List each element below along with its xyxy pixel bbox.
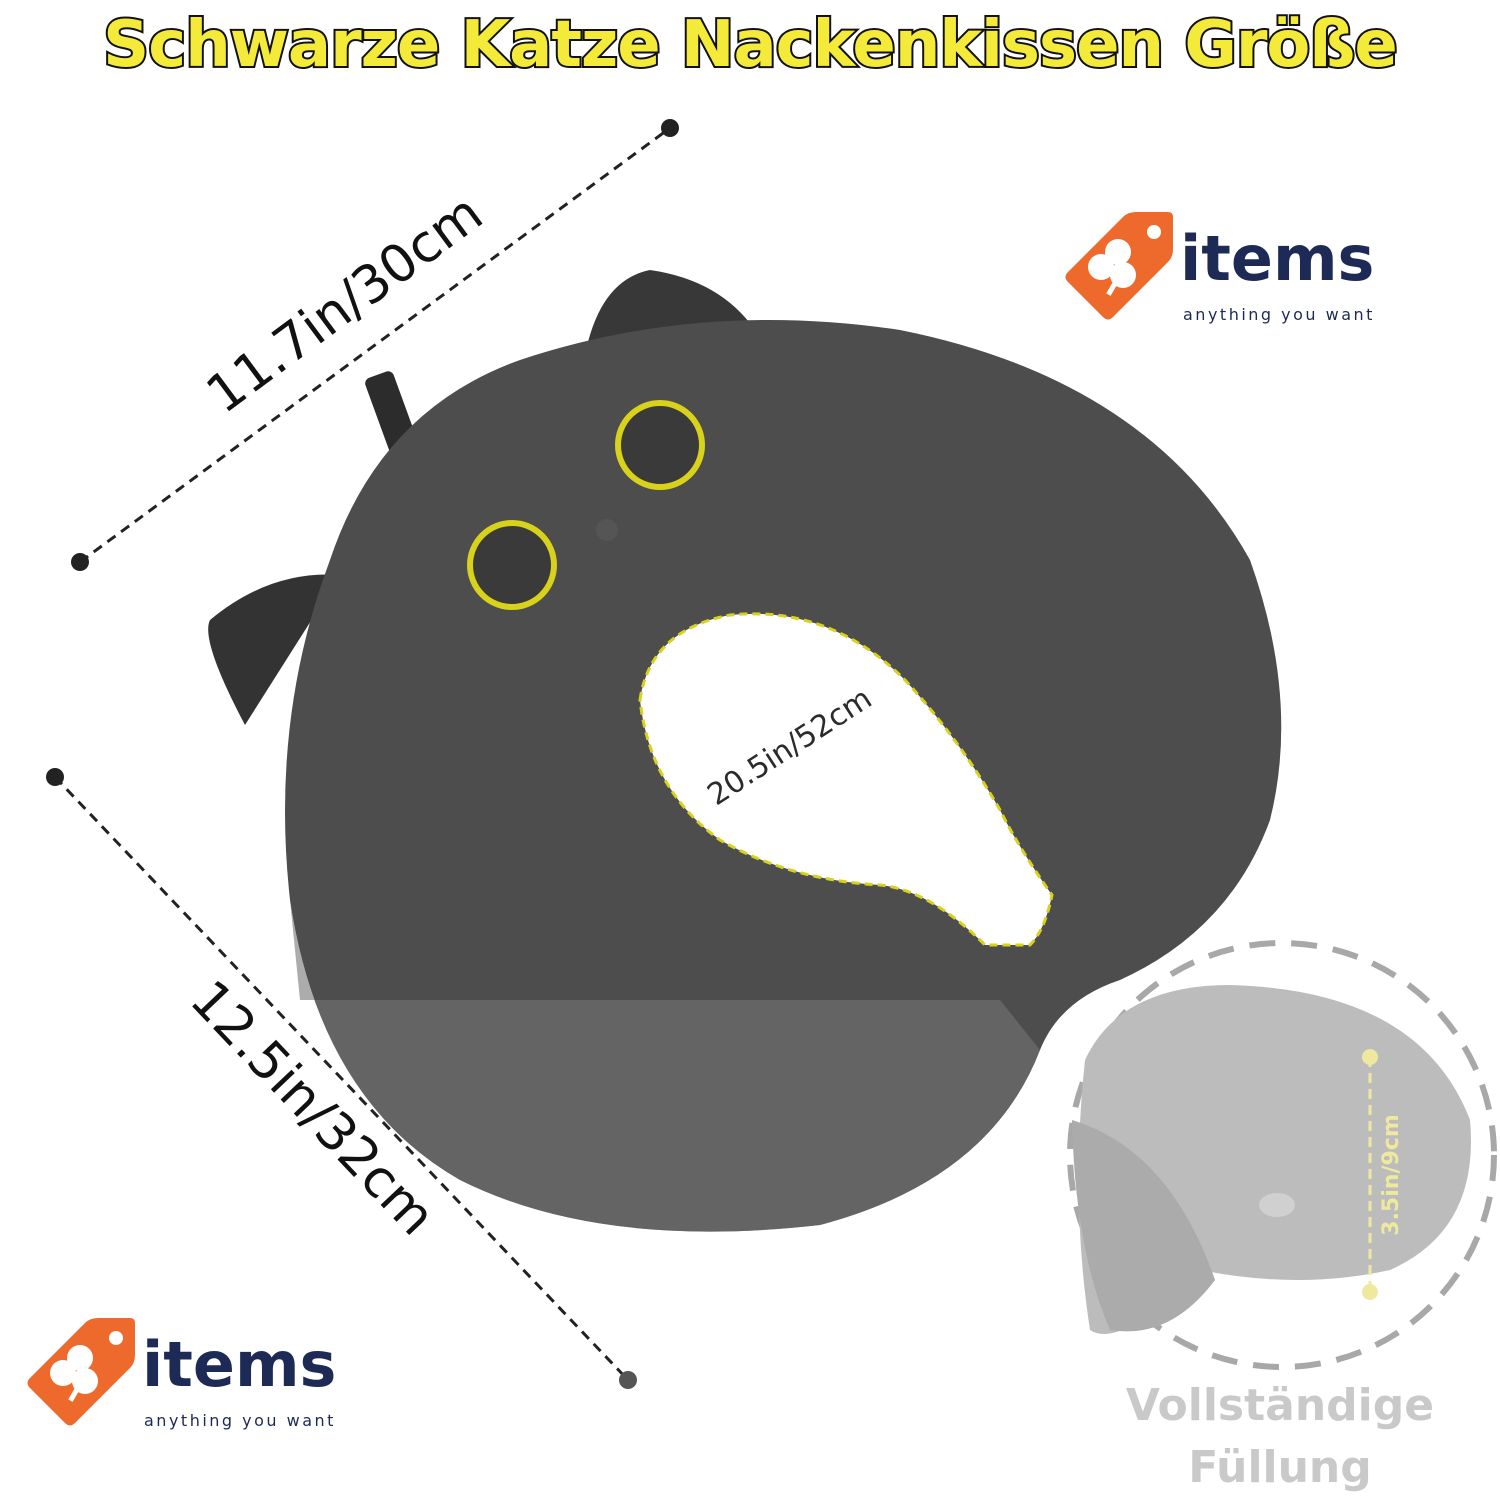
page-title: Schwarze Katze Nackenkissen Größe	[103, 8, 1397, 82]
neck-opening	[638, 612, 1054, 947]
feature-label-line1: Vollständige	[1126, 1380, 1434, 1431]
logo-tagline: anything you want	[1183, 305, 1375, 324]
width-label: 11.7in/30cm	[196, 183, 494, 425]
brand-logo: items anything you want	[1065, 212, 1375, 324]
feature-label-line2: Füllung	[1188, 1442, 1372, 1493]
logo-word: items	[142, 1328, 336, 1401]
cat-eye	[467, 400, 705, 610]
inset-detail: 3.5in/9cm	[1067, 940, 1497, 1370]
brand-logo: items anything you want	[27, 1318, 336, 1430]
logo-word: items	[1180, 222, 1374, 295]
cat-ear-left	[208, 574, 340, 725]
thickness-label: 3.5in/9cm	[1379, 1114, 1404, 1235]
logo-tagline: anything you want	[144, 1411, 336, 1430]
cat-neck-pillow	[208, 270, 1282, 1232]
